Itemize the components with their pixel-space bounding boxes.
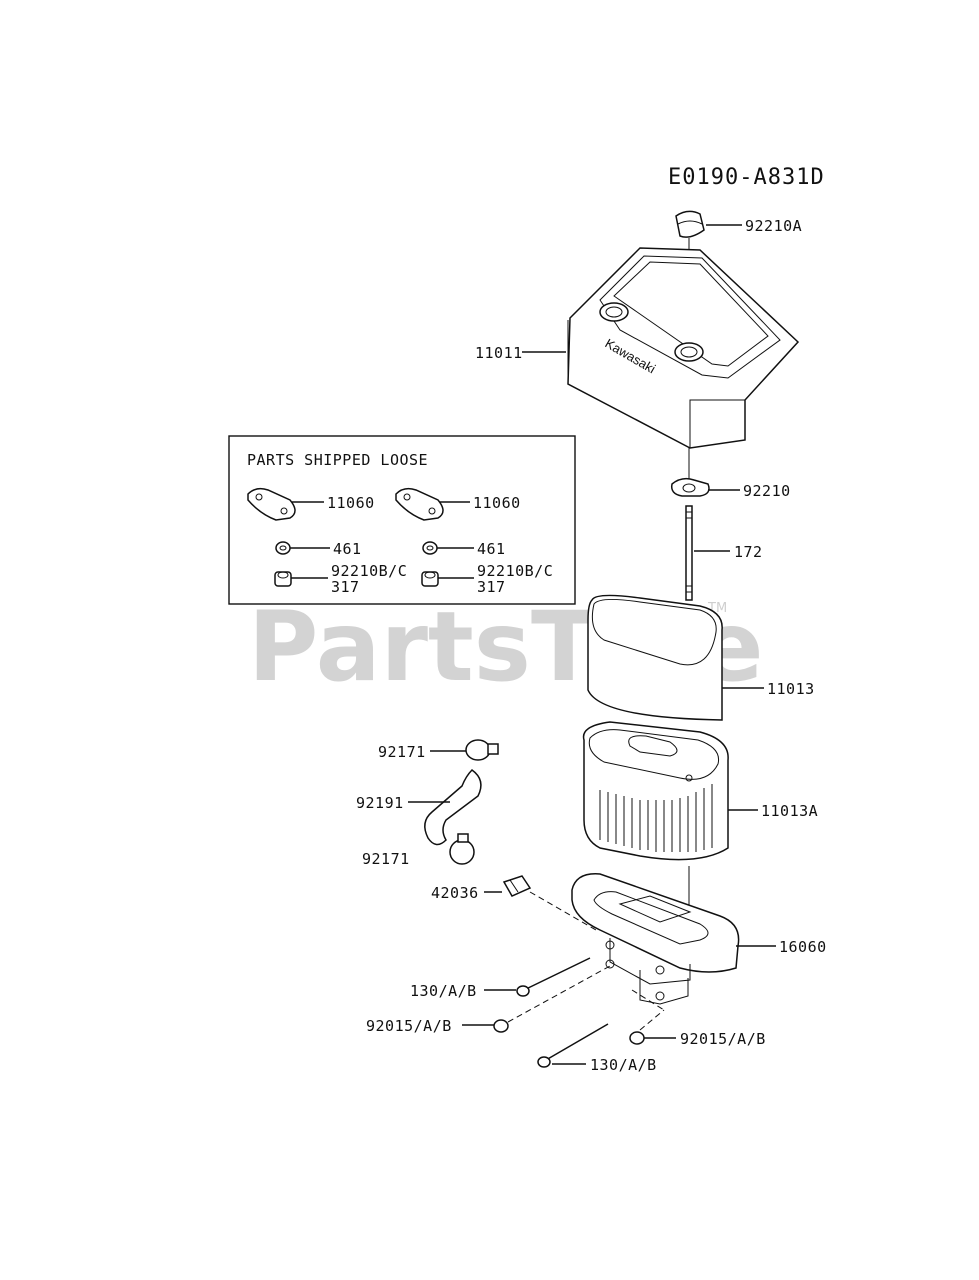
label-92015-right: 92015/A/B — [680, 1030, 766, 1048]
label-130-bottom: 130/A/B — [590, 1056, 657, 1074]
label-92191: 92191 — [356, 794, 404, 812]
loose-washer-461-a[interactable] — [275, 541, 291, 555]
filter-pleats — [599, 784, 713, 852]
label-92015-left: 92015/A/B — [366, 1017, 452, 1035]
label-loose-11060-a: 11060 — [327, 494, 375, 512]
label-loose-92210BC-a: 92210B/C — [331, 562, 407, 580]
part-11013A-air-filter-element[interactable] — [582, 721, 729, 861]
part-92015-nut-left[interactable] — [493, 1019, 509, 1033]
label-11013: 11013 — [767, 680, 815, 698]
label-11011: 11011 — [475, 344, 523, 362]
part-92171-hose-clamp-top[interactable] — [465, 739, 499, 761]
loose-nut-92210BC-b[interactable] — [421, 571, 439, 587]
part-11011-air-cleaner-cover[interactable]: Kawasaki — [567, 247, 800, 449]
label-42036: 42036 — [431, 884, 479, 902]
loose-gasket-b[interactable] — [395, 487, 444, 521]
loose-box-title: PARTS SHIPPED LOOSE — [247, 451, 428, 469]
label-11013A: 11013A — [761, 802, 818, 820]
part-130-bolt-left[interactable] — [516, 957, 591, 997]
label-92171-bottom: 92171 — [362, 850, 410, 868]
label-loose-461-b: 461 — [477, 540, 506, 558]
loose-gasket-a[interactable] — [247, 487, 296, 521]
part-42036-breather-fitting[interactable] — [502, 875, 532, 897]
label-92210A: 92210A — [745, 217, 802, 235]
part-92171-hose-clamp-bottom[interactable] — [449, 833, 475, 865]
label-172: 172 — [734, 543, 763, 561]
part-130-bolt-bottom[interactable] — [537, 1023, 609, 1068]
label-loose-92210BC-b: 92210B/C — [477, 562, 553, 580]
part-92191-breather-hose[interactable] — [424, 769, 482, 846]
loose-nut-92210BC-a[interactable] — [274, 571, 292, 587]
part-92210A-knob[interactable] — [675, 210, 705, 238]
label-130-left: 130/A/B — [410, 982, 477, 1000]
part-92015-nut-right[interactable] — [629, 1031, 645, 1045]
label-16060: 16060 — [779, 938, 827, 956]
diagram-code: E0190-A831D — [668, 165, 825, 190]
loose-washer-461-b[interactable] — [422, 541, 438, 555]
label-loose-11060-b: 11060 — [473, 494, 521, 512]
label-92210: 92210 — [743, 482, 791, 500]
part-11013-pre-cleaner[interactable] — [587, 594, 723, 721]
part-172-stud[interactable] — [685, 505, 693, 601]
label-loose-317-b: 317 — [477, 578, 506, 596]
parts-shipped-loose-box: PARTS SHIPPED LOOSE 11060 461 92210B/C 3… — [228, 435, 576, 605]
part-16060-air-cleaner-base[interactable] — [571, 873, 740, 1005]
part-92210-wing-nut[interactable] — [670, 477, 710, 497]
label-loose-461-a: 461 — [333, 540, 362, 558]
label-loose-317-a: 317 — [331, 578, 360, 596]
label-92171-top: 92171 — [378, 743, 426, 761]
